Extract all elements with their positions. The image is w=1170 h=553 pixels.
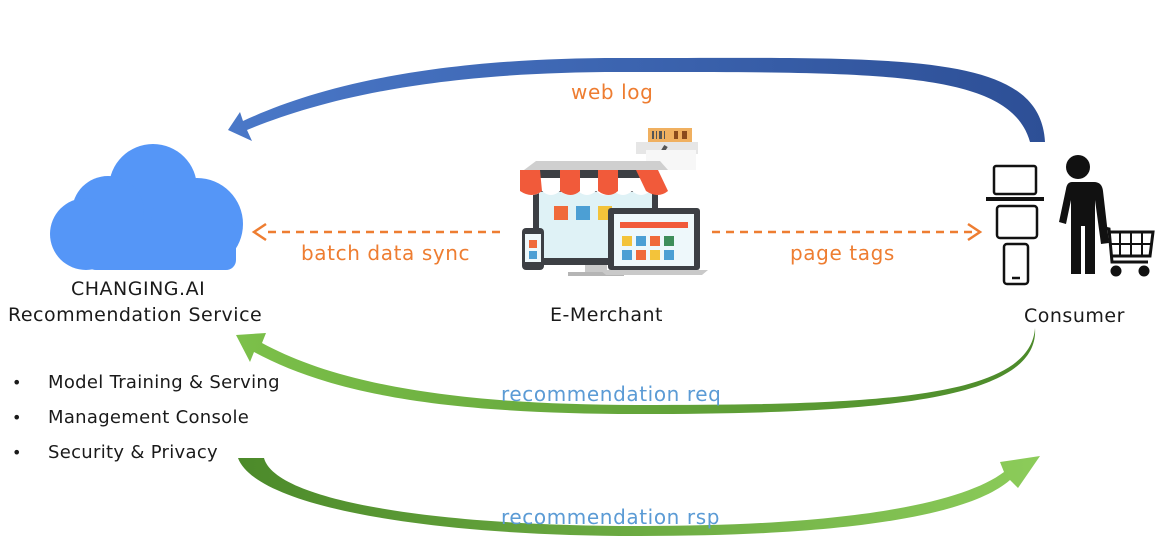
web-log-arrow — [228, 57, 1045, 142]
feature-item: •Security & Privacy — [12, 442, 218, 463]
web-log-label: web log — [571, 80, 654, 104]
feature-label: Management Console — [48, 407, 250, 428]
person-icon — [1059, 155, 1109, 274]
merchant-title: E-Merchant — [550, 304, 663, 326]
consumer-title: Consumer — [1024, 305, 1125, 327]
page-tags-arrow — [712, 222, 983, 242]
cloud-icon — [50, 144, 243, 270]
recommendation-rsp-label: recommendation rsp — [501, 505, 721, 529]
feature-item: •Model Training & Serving — [12, 372, 280, 393]
feature-item: •Management Console — [12, 407, 250, 428]
service-title-line1: CHANGING.AI — [71, 278, 206, 300]
devices-icon — [986, 164, 1044, 286]
page-tags-label: page tags — [790, 241, 895, 265]
awning — [520, 161, 668, 195]
shopping-cart-icon — [1099, 225, 1155, 277]
recommendation-req-label: recommendation req — [501, 382, 722, 406]
service-feature-list: •Model Training & Serving •Management Co… — [12, 372, 280, 477]
feature-label: Model Training & Serving — [48, 372, 280, 393]
batch-data-sync-label: batch data sync — [301, 241, 471, 265]
barcode-scanner-icon — [636, 128, 698, 174]
batch-data-sync-arrow — [251, 222, 500, 242]
storefront-icon — [520, 128, 708, 276]
service-title-line2: Recommendation Service — [8, 304, 263, 326]
feature-label: Security & Privacy — [48, 442, 218, 463]
